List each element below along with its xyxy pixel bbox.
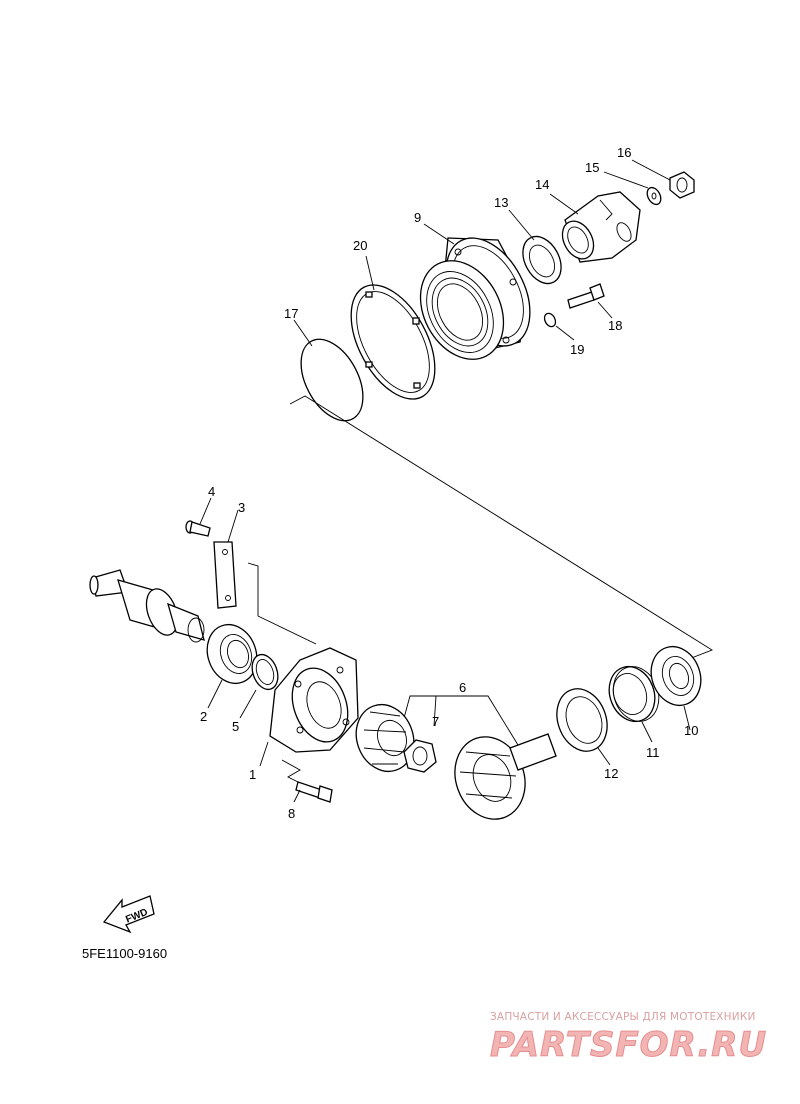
part-10-bearing <box>650 645 702 707</box>
part-label-1: 1 <box>249 767 256 782</box>
assembly-guide-lines <box>247 395 714 785</box>
part-label-18: 18 <box>608 318 622 333</box>
part-label-16: 16 <box>617 145 631 160</box>
part-label-9: 9 <box>414 210 421 225</box>
part-label-7: 7 <box>432 714 439 729</box>
part-label-4: 4 <box>208 484 215 499</box>
part-label-11: 11 <box>646 745 660 760</box>
diagram-code: 5FE1100-9160 <box>82 946 167 961</box>
part-8-bolt <box>295 781 333 803</box>
part-15-washer <box>646 186 662 206</box>
part-2-bearing <box>206 623 258 685</box>
watermark-brand: PARTSFOR.RU <box>490 1025 767 1065</box>
part-3-plate <box>213 541 237 609</box>
part-20-gasket <box>350 284 436 400</box>
part-label-17: 17 <box>284 306 298 321</box>
part-label-6: 6 <box>459 680 466 695</box>
part-label-13: 13 <box>494 195 508 210</box>
part-5-o-ring <box>251 653 279 691</box>
part-label-2: 2 <box>200 709 207 724</box>
part-14-yoke <box>561 191 641 263</box>
part-18-bolt <box>567 283 605 309</box>
part-4-screw <box>185 520 211 537</box>
part-6-gear-set <box>355 703 557 820</box>
part-label-14: 14 <box>535 177 549 192</box>
part-19-washer <box>543 312 557 328</box>
part-label-10: 10 <box>684 723 698 738</box>
part-16-nut <box>669 171 695 199</box>
part-12-bearing <box>556 688 608 752</box>
part-label-20: 20 <box>353 238 367 253</box>
part-11-ring-nut <box>608 665 660 723</box>
drive-shaft <box>89 569 205 643</box>
part-7-nut <box>403 739 437 773</box>
part-13-oil-seal <box>522 235 562 285</box>
part-9-housing <box>419 237 531 360</box>
part-17-disc <box>300 338 364 422</box>
part-labels: 1 2 3 4 5 6 7 8 9 10 11 12 13 14 15 16 1… <box>200 145 698 821</box>
part-label-19: 19 <box>570 342 584 357</box>
leader-lines <box>199 159 691 803</box>
part-label-5: 5 <box>232 719 239 734</box>
fwd-arrow-icon: FWD <box>102 895 155 934</box>
watermark-subtitle: ЗАПЧАСТИ И АКСЕССУАРЫ ДЛЯ МОТОТЕХНИКИ <box>490 1011 756 1023</box>
part-label-12: 12 <box>604 766 618 781</box>
watermark: ЗАПЧАСТИ И АКСЕССУАРЫ ДЛЯ МОТОТЕХНИКИ PA… <box>490 1011 767 1066</box>
part-label-8: 8 <box>288 806 295 821</box>
part-1-flange <box>269 647 359 753</box>
part-label-3: 3 <box>238 500 245 515</box>
part-label-15: 15 <box>585 160 599 175</box>
